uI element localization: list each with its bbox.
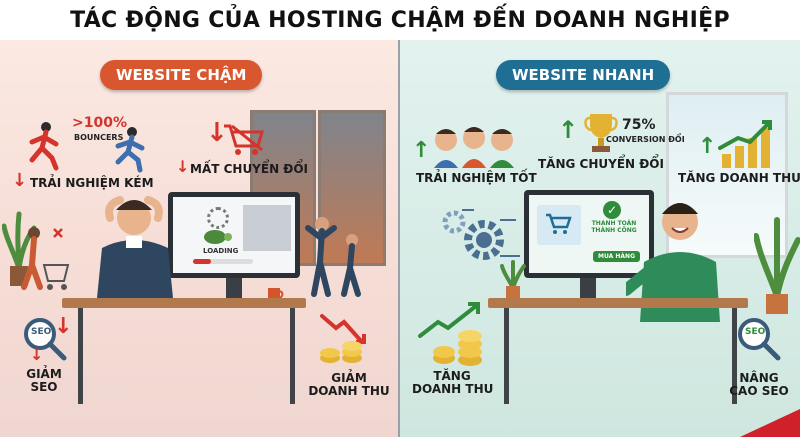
shopping-cart-crossed-icon — [224, 124, 264, 155]
down-arrow-icon: ↓ — [54, 314, 73, 339]
panel-divider — [398, 40, 400, 437]
down-arrow-icon: ↓ — [176, 157, 190, 176]
gears-icon — [442, 209, 520, 260]
monitor-stand — [226, 278, 242, 298]
desk — [62, 298, 306, 308]
running-person-icon — [115, 127, 145, 173]
buy-button[interactable]: MUA HÀNG — [593, 251, 641, 262]
happy-users-icon — [434, 127, 514, 168]
desk-leg — [78, 308, 83, 404]
page-placeholder — [243, 205, 291, 251]
turtle-icon — [204, 230, 232, 244]
check-circle-icon: ✓ — [603, 201, 621, 219]
desk-leg — [290, 308, 295, 404]
rising-chart-icon — [418, 302, 480, 338]
slow-website-heading: WEBSITE CHẬM — [100, 60, 263, 90]
growth-chart-icon — [718, 120, 772, 168]
slow-monitor: LOADING — [168, 192, 300, 278]
bouncers-value: >100% — [72, 115, 127, 131]
down-arrow-icon: ↓ — [206, 118, 228, 148]
down-arrow-icon: ↓ — [30, 345, 44, 364]
frustrated-coworker-illustration — [305, 217, 361, 297]
slow-monitor-screen: LOADING — [173, 197, 295, 273]
loading-bar — [193, 259, 253, 264]
up-arrow-icon: ↑ — [412, 138, 431, 163]
trai-nghiem-tot-label: TRẢI NGHIỆM TỐT — [416, 171, 537, 185]
declining-chart-icon — [320, 314, 366, 344]
up-arrow-icon: ↑ — [698, 134, 717, 159]
seo-magnifier-icon — [24, 318, 67, 361]
mat-chuyen-doi-label: MẤT CHUYỂN ĐỔI — [190, 162, 309, 176]
desk — [488, 298, 748, 308]
seo-badge-right: SEO — [745, 327, 766, 337]
shopper-leaving-icon — [21, 227, 70, 290]
office-window — [666, 92, 788, 258]
conversion-value: 75% — [622, 117, 656, 133]
loading-text: LOADING — [203, 247, 239, 255]
desk-leg — [732, 308, 737, 404]
fast-website-heading: WEBSITE NHANH — [496, 60, 671, 90]
cart-icon — [546, 213, 572, 234]
coins-icon — [320, 341, 362, 363]
seo-badge-left: SEO — [31, 327, 52, 337]
product-card — [537, 205, 581, 245]
seo-magnifier-icon — [738, 318, 781, 361]
page-title: TÁC ĐỘNG CỦA HOSTING CHẬM ĐẾN DOANH NGHI… — [70, 8, 730, 33]
plant-icon — [754, 217, 800, 314]
trai-nghiem-kem-label: TRẢI NGHIỆM KÉM — [30, 176, 154, 190]
conversion-label: CONVERSION ĐỔI — [606, 135, 685, 144]
plant-icon — [500, 260, 526, 298]
tang-chuyen-doi-label: TĂNG CHUYỂN ĐỔI — [538, 157, 664, 171]
stressed-man-illustration — [96, 196, 174, 308]
up-arrow-icon: ↑ — [558, 116, 579, 144]
monitor-stand — [580, 278, 596, 298]
bouncers-label: BOUNCERS — [74, 133, 124, 142]
down-arrow-icon: ↓ — [12, 170, 28, 191]
happy-man-illustration — [626, 203, 720, 322]
desk-leg — [504, 308, 509, 404]
loading-spinner-icon — [207, 207, 229, 229]
decorative-corner — [740, 409, 800, 437]
trophy-icon — [584, 114, 618, 152]
tang-doanh-thu-top-label: TĂNG DOANH THU — [678, 171, 800, 185]
coins-icon — [433, 330, 482, 366]
running-person-icon — [29, 122, 59, 171]
